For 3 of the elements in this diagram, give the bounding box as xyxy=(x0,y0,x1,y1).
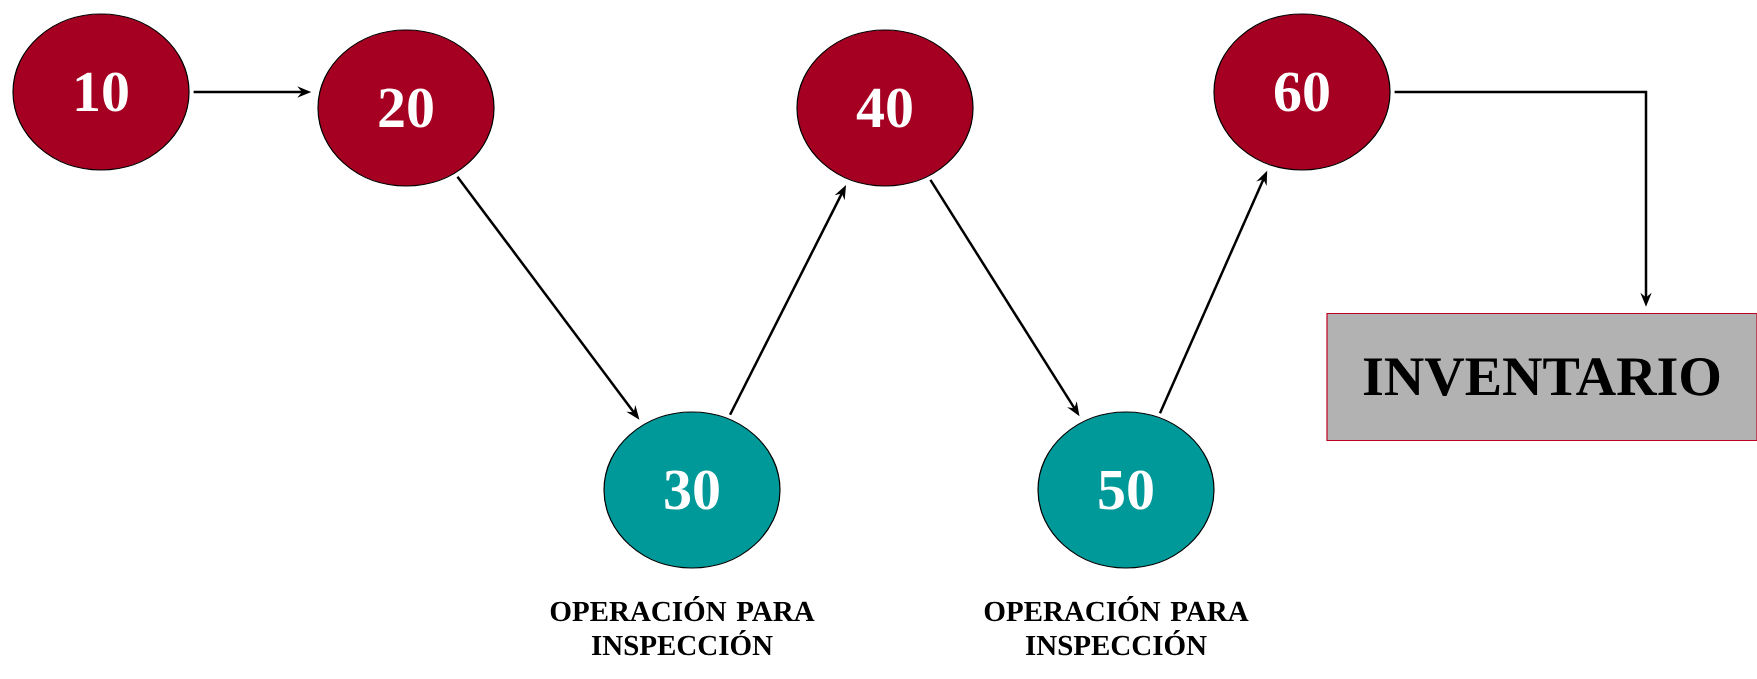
node-label: OPERACIÓN PARA INSPECCIÓN xyxy=(984,596,1249,656)
node-label: OPERACIÓN PARA INSPECCIÓN xyxy=(550,596,815,656)
inventory-box: INVENTARIO xyxy=(1326,312,1757,442)
